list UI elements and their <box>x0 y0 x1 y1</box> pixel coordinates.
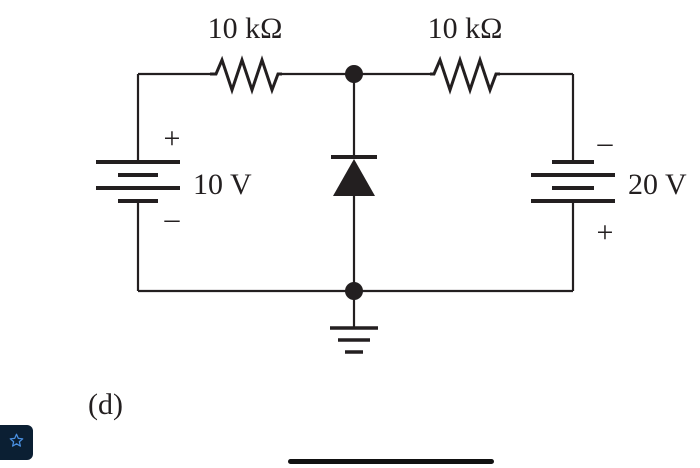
battery-right-top-polarity: – <box>597 126 614 159</box>
battery-right <box>531 160 615 203</box>
resistor-left <box>210 55 282 95</box>
star-icon <box>9 433 24 453</box>
figure-caption: (d) <box>88 388 123 421</box>
junction-top <box>345 65 363 83</box>
battery-left-label: 10 V <box>193 168 252 201</box>
home-indicator <box>288 459 494 464</box>
resistor-left-label: 10 kΩ <box>208 12 283 45</box>
battery-left-bottom-polarity: – <box>164 202 181 235</box>
ground-symbol <box>330 291 378 354</box>
battery-left <box>96 160 180 203</box>
battery-left-top-polarity: + <box>164 122 181 155</box>
resistor-right <box>430 55 500 95</box>
battery-right-label: 20 V <box>628 168 687 201</box>
diode <box>331 155 377 196</box>
battery-right-bottom-polarity: + <box>597 216 614 249</box>
resistor-right-label: 10 kΩ <box>428 12 503 45</box>
bookmark-button[interactable] <box>0 425 33 460</box>
